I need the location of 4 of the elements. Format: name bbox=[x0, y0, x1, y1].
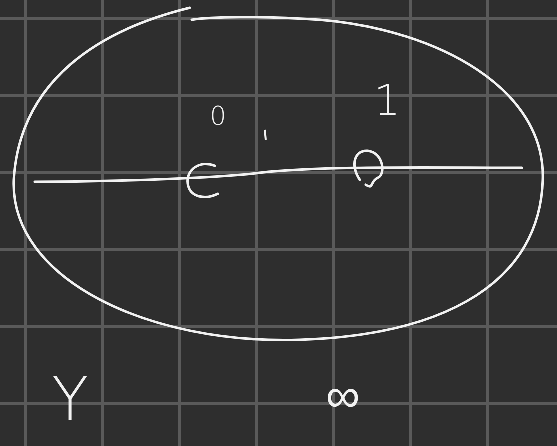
axis-label: 1 bbox=[374, 80, 401, 122]
variable-label: Y bbox=[52, 370, 89, 430]
infinity-symbol: ∞ bbox=[326, 372, 360, 420]
axis-label: 0 bbox=[210, 104, 227, 130]
